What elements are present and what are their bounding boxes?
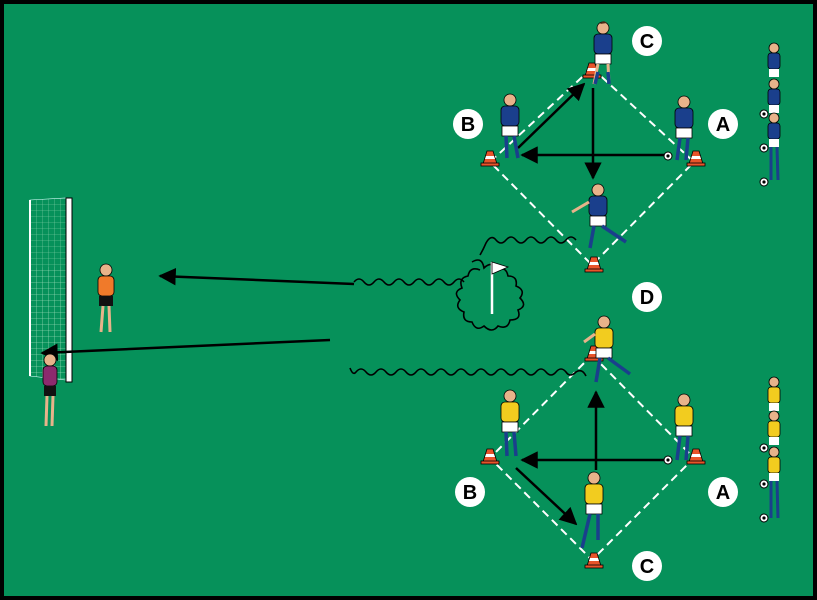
- svg-text:C: C: [640, 31, 654, 53]
- goalkeeper-orange: [97, 263, 115, 333]
- label-top-c: C: [632, 26, 662, 56]
- player-icon: [583, 315, 632, 383]
- label-bottom-a: A: [708, 477, 738, 507]
- ball-icon: [759, 513, 769, 523]
- player-icon: [580, 471, 604, 549]
- svg-text:A: A: [716, 114, 730, 136]
- label-top-b: B: [453, 109, 483, 139]
- dribble-path-top: [479, 236, 577, 256]
- goalkeeper-purple: [42, 353, 58, 427]
- dribble-path-top-exit: [353, 278, 465, 286]
- player-icon: [767, 376, 781, 411]
- ball-icon: [759, 443, 769, 453]
- label-center-d: D: [632, 282, 662, 312]
- ball-icon: [759, 177, 769, 187]
- pitch-field: [4, 4, 813, 596]
- player-icon: [592, 21, 613, 85]
- flag-icon: [490, 261, 510, 314]
- ball-icon: [759, 479, 769, 489]
- label-bottom-c: C: [632, 551, 662, 581]
- player-icon: [767, 446, 781, 519]
- player-icon: [767, 112, 781, 181]
- svg-text:D: D: [640, 287, 654, 309]
- dribble-circle-flag: [455, 259, 525, 331]
- dribble-path-bottom: [349, 367, 587, 377]
- ball-icon: [759, 109, 769, 119]
- pass-arrow: [517, 82, 586, 149]
- ball-icon: [759, 143, 769, 153]
- player-icon: [674, 393, 694, 461]
- player-icon: [767, 78, 781, 113]
- player-icon: [767, 410, 781, 445]
- ball-icon: [663, 455, 673, 465]
- player-icon: [500, 389, 520, 457]
- ball-icon: [663, 151, 673, 161]
- player-icon: [571, 183, 627, 249]
- top-grid-diamond: [488, 66, 696, 267]
- svg-text:B: B: [463, 482, 477, 504]
- player-icon: [767, 42, 781, 77]
- label-bottom-b: B: [455, 477, 485, 507]
- svg-text:B: B: [461, 114, 475, 136]
- pass-arrow: [515, 467, 578, 526]
- goal-icon: [29, 197, 73, 383]
- shot-arrow-bottom: [40, 338, 331, 362]
- label-top-a: A: [708, 109, 738, 139]
- svg-text:A: A: [716, 482, 730, 504]
- svg-text:C: C: [640, 556, 654, 578]
- shot-arrow-top: [158, 267, 355, 286]
- player-icon: [674, 95, 694, 161]
- player-icon: [500, 93, 520, 159]
